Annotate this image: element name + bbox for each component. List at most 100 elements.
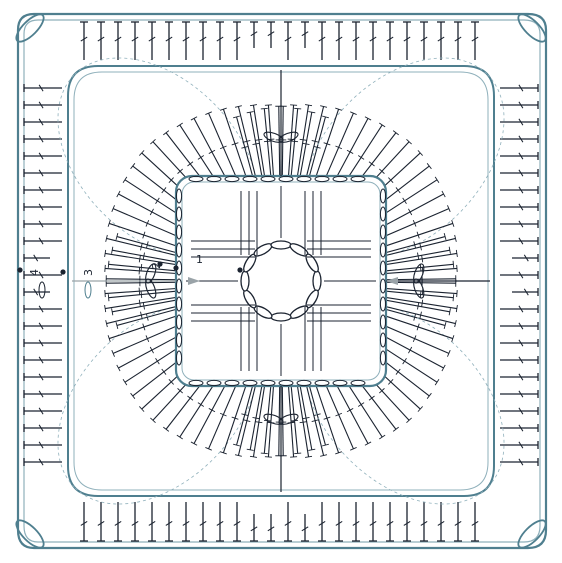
ring-chain-stitch bbox=[241, 271, 249, 291]
stitch-crossbar bbox=[417, 253, 418, 260]
stitch-crossbar bbox=[162, 369, 166, 375]
ring-chain-stitch bbox=[313, 271, 321, 291]
stitch-cap bbox=[393, 427, 399, 431]
stitch-crossbar bbox=[422, 255, 423, 262]
stitch-cap bbox=[308, 112, 315, 113]
stitch-crossbar bbox=[369, 396, 375, 400]
stitch-crossbar bbox=[187, 396, 193, 400]
stitch-cap bbox=[456, 250, 457, 257]
stitch-crossbar bbox=[300, 139, 307, 140]
stitch-cap bbox=[112, 308, 113, 315]
double-crochet-stitch bbox=[291, 381, 298, 454]
double-crochet-stitch bbox=[105, 288, 181, 293]
stitch-crossbar bbox=[139, 300, 140, 307]
stitch-crossbar bbox=[420, 291, 421, 298]
double-crochet-stitch bbox=[378, 305, 455, 324]
chain-loop bbox=[39, 282, 45, 298]
double-crochet-stitch bbox=[109, 264, 182, 271]
stitch-cap bbox=[108, 294, 109, 301]
double-crochet-stitch bbox=[107, 238, 184, 257]
double-crochet-stitch bbox=[288, 105, 293, 181]
corner-chain-loop bbox=[514, 10, 549, 45]
stitch-crossbar bbox=[303, 417, 310, 418]
stitch-crossbar bbox=[422, 300, 423, 307]
stitch-crossbar bbox=[139, 255, 140, 262]
double-crochet-stitch bbox=[268, 105, 273, 181]
double-crochet-stitch bbox=[238, 378, 257, 455]
double-crochet-stitch bbox=[238, 107, 257, 184]
stitch-crossbar bbox=[403, 198, 407, 204]
stitch-cap bbox=[112, 247, 113, 254]
stitch-crossbar bbox=[303, 143, 310, 144]
stitch-crossbar bbox=[253, 417, 260, 418]
stitch-cap bbox=[456, 305, 457, 312]
stitch-crossbar bbox=[141, 291, 142, 298]
stitch-cap bbox=[105, 250, 106, 257]
stitch-crossbar bbox=[141, 264, 142, 271]
stitch-cap bbox=[250, 456, 257, 457]
double-crochet-stitch bbox=[279, 106, 280, 181]
stitch-cap bbox=[379, 435, 385, 439]
round-label-4: 4 bbox=[28, 269, 41, 276]
stitch-cap bbox=[108, 261, 109, 268]
double-crochet-stitch bbox=[264, 109, 271, 182]
stitch-cap bbox=[453, 294, 454, 301]
stitch-cap bbox=[261, 108, 268, 109]
stitch-cap bbox=[105, 305, 106, 312]
slip-stitch-dot bbox=[173, 265, 178, 270]
stitch-cap bbox=[427, 393, 431, 399]
stitch-crossbar bbox=[255, 422, 262, 423]
double-crochet-stitch bbox=[105, 268, 181, 273]
slip-stitch-dot bbox=[60, 269, 65, 274]
stitch-cap bbox=[177, 435, 183, 439]
double-crochet-stitch bbox=[282, 106, 283, 181]
stitch-cap bbox=[294, 108, 301, 109]
stitch-crossbar bbox=[396, 187, 400, 193]
arrow-icon bbox=[386, 277, 398, 285]
stitch-crossbar bbox=[403, 358, 407, 364]
stitch-cap bbox=[163, 131, 169, 135]
stitch-crossbar bbox=[198, 403, 204, 407]
double-crochet-stitch bbox=[305, 378, 324, 455]
slip-stitch-dot bbox=[157, 261, 162, 266]
stitch-cap bbox=[131, 393, 135, 399]
ring-chain-stitch bbox=[271, 313, 291, 321]
stitch-cap bbox=[123, 177, 127, 183]
slip-stitch-dot bbox=[237, 267, 242, 272]
corner-chain-loop bbox=[514, 516, 549, 551]
stitch-crossbar bbox=[396, 369, 400, 375]
double-crochet-stitch bbox=[264, 381, 271, 454]
stitch-crossbar bbox=[264, 141, 271, 142]
stitch-cap bbox=[308, 449, 315, 450]
ring-chain-stitch bbox=[271, 241, 291, 249]
double-crochet-stitch bbox=[107, 305, 184, 324]
round-label-1: 1 bbox=[196, 253, 203, 266]
stitch-crossbar bbox=[156, 358, 160, 364]
stitch-cap bbox=[393, 131, 399, 135]
stitch-cap bbox=[247, 449, 254, 450]
stitch-cap bbox=[177, 123, 183, 127]
stitch-crossbar bbox=[417, 303, 418, 310]
stitch-crossbar bbox=[358, 403, 364, 407]
stitch-crossbar bbox=[156, 198, 160, 204]
stitch-cap bbox=[163, 427, 169, 431]
double-crochet-stitch bbox=[106, 279, 181, 280]
stitch-cap bbox=[131, 163, 135, 169]
stitch-crossbar bbox=[162, 187, 166, 193]
stitch-cap bbox=[261, 453, 268, 454]
stitch-crossbar bbox=[300, 422, 307, 423]
stitch-cap bbox=[435, 177, 439, 183]
slip-stitch-dot bbox=[17, 267, 22, 272]
double-crochet-stitch bbox=[381, 268, 457, 273]
stitch-crossbar bbox=[420, 264, 421, 271]
stitch-cap bbox=[123, 379, 127, 385]
stitch-crossbar bbox=[198, 156, 204, 160]
double-crochet-stitch bbox=[378, 238, 455, 257]
stitch-crossbar bbox=[255, 139, 262, 140]
stitch-cap bbox=[427, 163, 431, 169]
stitch-cap bbox=[379, 123, 385, 127]
chain-loop bbox=[85, 282, 91, 298]
double-crochet-stitch bbox=[106, 282, 181, 283]
